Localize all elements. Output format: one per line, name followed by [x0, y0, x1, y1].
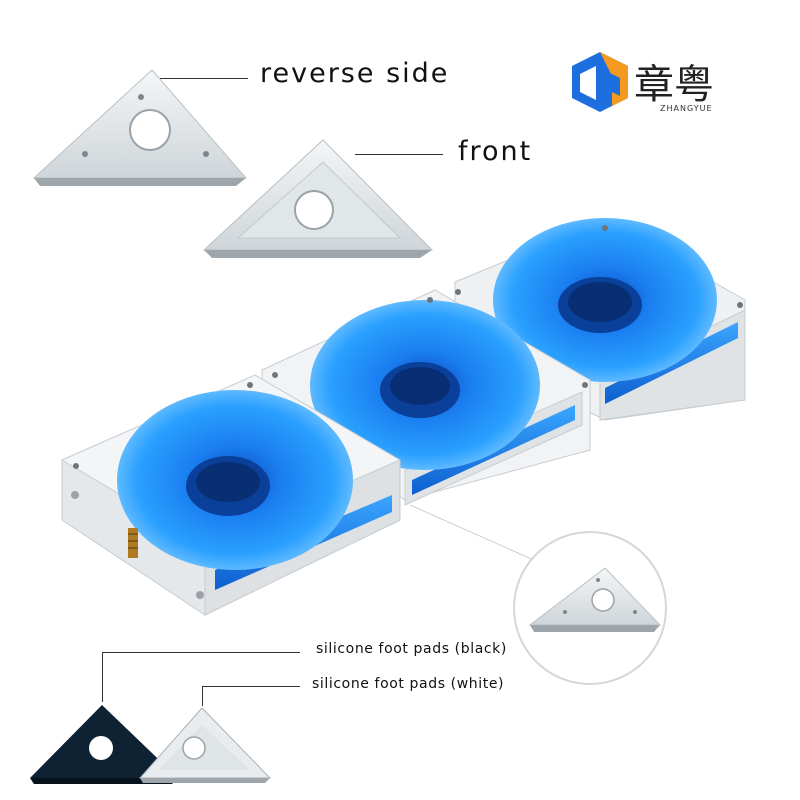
logo-brand-text: ZHANGYUE: [660, 104, 713, 113]
white-pad-leader: [202, 686, 300, 687]
front-leader: [355, 154, 443, 155]
front-label: front: [458, 136, 533, 167]
magnified-callout: [513, 531, 667, 685]
black-pad-leader-vertical: [102, 652, 103, 702]
black-pad-label: silicone foot pads (black): [316, 641, 507, 657]
fan-1: [61, 374, 401, 616]
reverse-side-leader: [160, 78, 248, 79]
white-foot-pad: [138, 707, 272, 783]
reverse-side-label: reverse side: [260, 58, 450, 89]
white-pad-label: silicone foot pads (white): [312, 676, 505, 692]
front-triangle: [202, 139, 434, 258]
logo-mark: [572, 52, 628, 112]
fan-assembly: [61, 218, 746, 616]
black-pad-leader: [102, 652, 300, 653]
callout-line: [409, 504, 546, 566]
logo-glyphs: 章粤: [634, 62, 714, 108]
white-pad-leader-vertical: [202, 686, 203, 706]
reverse-side-triangle: [32, 69, 248, 186]
